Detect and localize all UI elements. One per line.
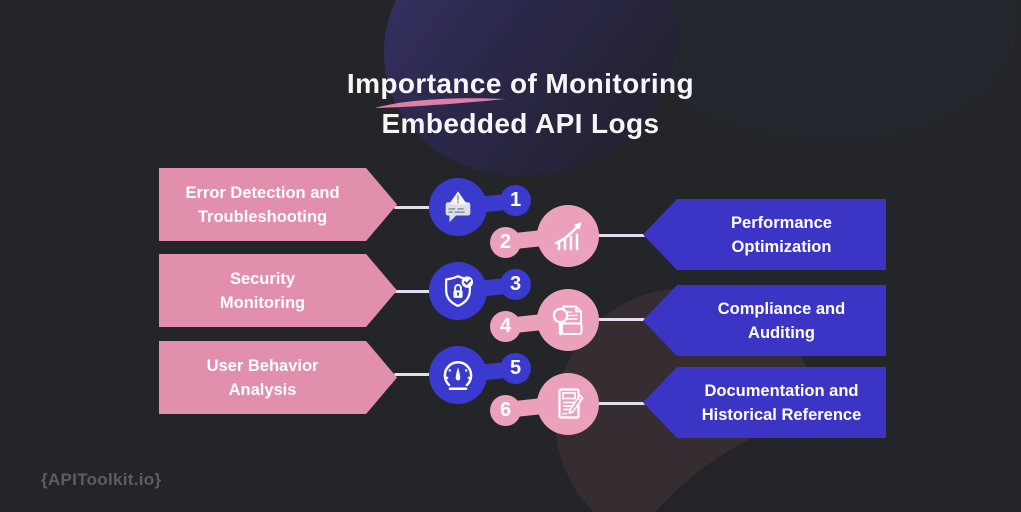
step-blob-1: 1 bbox=[429, 176, 534, 240]
connector-line bbox=[596, 234, 645, 237]
banner-user-behavior: User Behavior Analysis bbox=[159, 341, 397, 414]
banner-label-line2: Monitoring bbox=[219, 293, 306, 312]
banner-label-line1: Compliance and bbox=[717, 299, 846, 318]
banner-label-line1: Security bbox=[229, 269, 296, 288]
title-line-2: Embedded API Logs bbox=[381, 108, 660, 139]
step-blob-2: 2 bbox=[490, 205, 602, 271]
step-blob-6: 6 bbox=[490, 373, 602, 439]
banner-compliance-auditing: Compliance and Auditing bbox=[643, 285, 886, 356]
title-line-1: Importance of Monitoring bbox=[346, 68, 695, 99]
audit-search-icon bbox=[552, 305, 583, 336]
step-blob-4: 4 bbox=[490, 289, 602, 355]
banner-label-line2: Optimization bbox=[731, 237, 832, 256]
banner-label-line2: Auditing bbox=[748, 323, 815, 342]
banner-label-line2: Troubleshooting bbox=[197, 207, 328, 226]
banner-label-line1: Error Detection and bbox=[185, 183, 340, 202]
connector-line bbox=[394, 206, 436, 209]
step-number: 3 bbox=[500, 269, 531, 300]
banner-label-line1: Performance bbox=[731, 213, 832, 232]
banner-label-line1: User Behavior bbox=[206, 356, 319, 375]
step-number: 4 bbox=[490, 311, 521, 342]
banner-security-monitoring: Security Monitoring bbox=[159, 254, 397, 327]
step-number: 5 bbox=[500, 353, 531, 384]
step-number: 6 bbox=[490, 395, 521, 426]
connector-line bbox=[394, 373, 436, 376]
banner-label-line1: Documentation and bbox=[704, 381, 859, 400]
shield-lock-icon bbox=[444, 275, 474, 308]
page-title: Importance of Monitoring Embedded API Lo… bbox=[10, 64, 1021, 144]
banner-label-line2: Analysis bbox=[228, 380, 297, 399]
step-number: 2 bbox=[490, 227, 521, 258]
step-number: 1 bbox=[500, 185, 531, 216]
connector-line bbox=[596, 318, 645, 321]
alert-message-icon bbox=[445, 191, 471, 223]
document-pencil-icon bbox=[558, 388, 584, 419]
banner-label-line2: Historical Reference bbox=[701, 405, 862, 424]
title-underline-swash-icon bbox=[375, 98, 506, 108]
connector-line bbox=[596, 402, 645, 405]
step-blob-5: 5 bbox=[429, 344, 534, 408]
brand-logo: {APIToolkit.io} bbox=[41, 470, 162, 489]
speedometer-icon bbox=[443, 361, 473, 391]
growth-chart-icon bbox=[554, 222, 582, 251]
banner-documentation-reference: Documentation and Historical Reference bbox=[643, 367, 886, 438]
banner-error-detection: Error Detection and Troubleshooting bbox=[159, 168, 397, 241]
step-blob-3: 3 bbox=[429, 260, 534, 324]
banner-performance-optimization: Performance Optimization bbox=[643, 199, 886, 270]
connector-line bbox=[394, 290, 436, 293]
